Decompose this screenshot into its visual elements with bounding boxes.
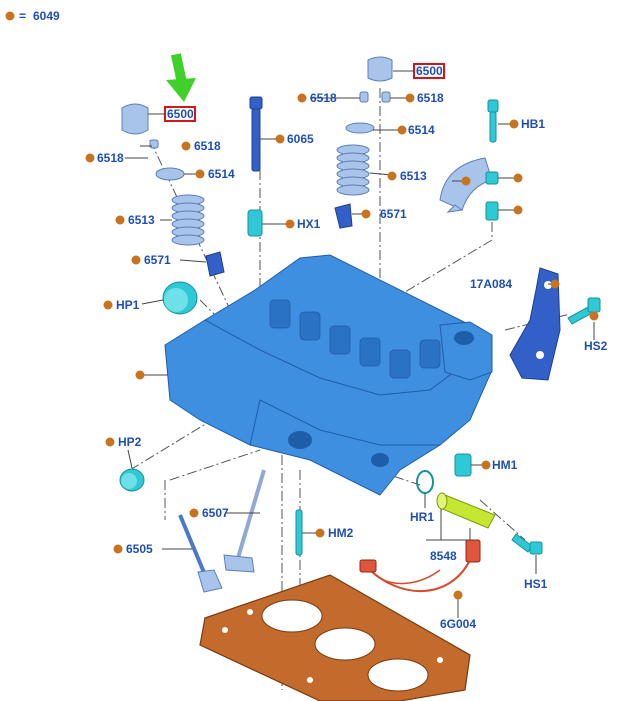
label-6518: 6518	[417, 91, 444, 105]
reference-dots	[85, 93, 599, 600]
valve-6505	[178, 514, 223, 593]
sensor-8548	[436, 492, 496, 529]
legend-dot-icon	[5, 11, 15, 21]
label-hp2: HP2	[118, 435, 142, 449]
valve-stack-left	[121, 103, 225, 277]
label-6518: 6518	[97, 151, 124, 165]
legend-equals: =	[19, 9, 26, 23]
bracket-17a084	[509, 267, 561, 381]
label-6513: 6513	[400, 169, 427, 183]
bolt-hb1	[487, 99, 499, 143]
pin-hm2	[295, 509, 303, 556]
label-hs2: HS2	[584, 339, 608, 353]
label-6571: 6571	[144, 253, 171, 267]
valve-6507	[223, 469, 266, 573]
label-hb1: HB1	[521, 117, 545, 131]
part-labels: 6500 6500 6518 6518 6518 6518 6514 6514 …	[97, 64, 608, 631]
harness-6g004	[359, 539, 481, 592]
dowel	[485, 171, 499, 185]
label-6065: 6065	[287, 132, 314, 146]
label-8548: 8548	[430, 549, 457, 563]
oring-hr1	[416, 470, 434, 494]
label-hs1: HS1	[524, 577, 548, 591]
legend-part-number: 6049	[33, 9, 60, 23]
plug-hp1	[162, 281, 198, 315]
label-6500-right: 6500	[416, 64, 443, 78]
label-6571: 6571	[380, 207, 407, 221]
green-arrow-icon	[166, 53, 196, 102]
label-6g004: 6G004	[440, 617, 476, 631]
plug-hp2	[119, 468, 145, 492]
label-6505: 6505	[126, 542, 153, 556]
label-hm2: HM2	[328, 526, 354, 540]
valve-stack-right	[334, 56, 393, 229]
label-hm1: HM1	[492, 458, 518, 472]
label-6514: 6514	[208, 167, 235, 181]
label-17a084: 17A084	[470, 277, 512, 291]
legend: = 6049	[5, 9, 60, 23]
label-hr1: HR1	[410, 510, 434, 524]
plug-hx1	[247, 209, 263, 237]
bolt-6065	[249, 96, 263, 172]
label-6513: 6513	[128, 213, 155, 227]
label-6518: 6518	[194, 139, 221, 153]
label-6500-left: 6500	[167, 107, 194, 121]
bolt-hs1	[511, 533, 543, 555]
label-hx1: HX1	[297, 217, 321, 231]
cylinder-head	[164, 254, 493, 496]
dowel	[485, 201, 499, 221]
label-hp1: HP1	[116, 298, 140, 312]
label-6507: 6507	[202, 506, 229, 520]
plug-hm1	[454, 453, 472, 477]
label-6514: 6514	[408, 123, 435, 137]
head-gasket	[199, 574, 471, 701]
label-6518: 6518	[310, 91, 337, 105]
